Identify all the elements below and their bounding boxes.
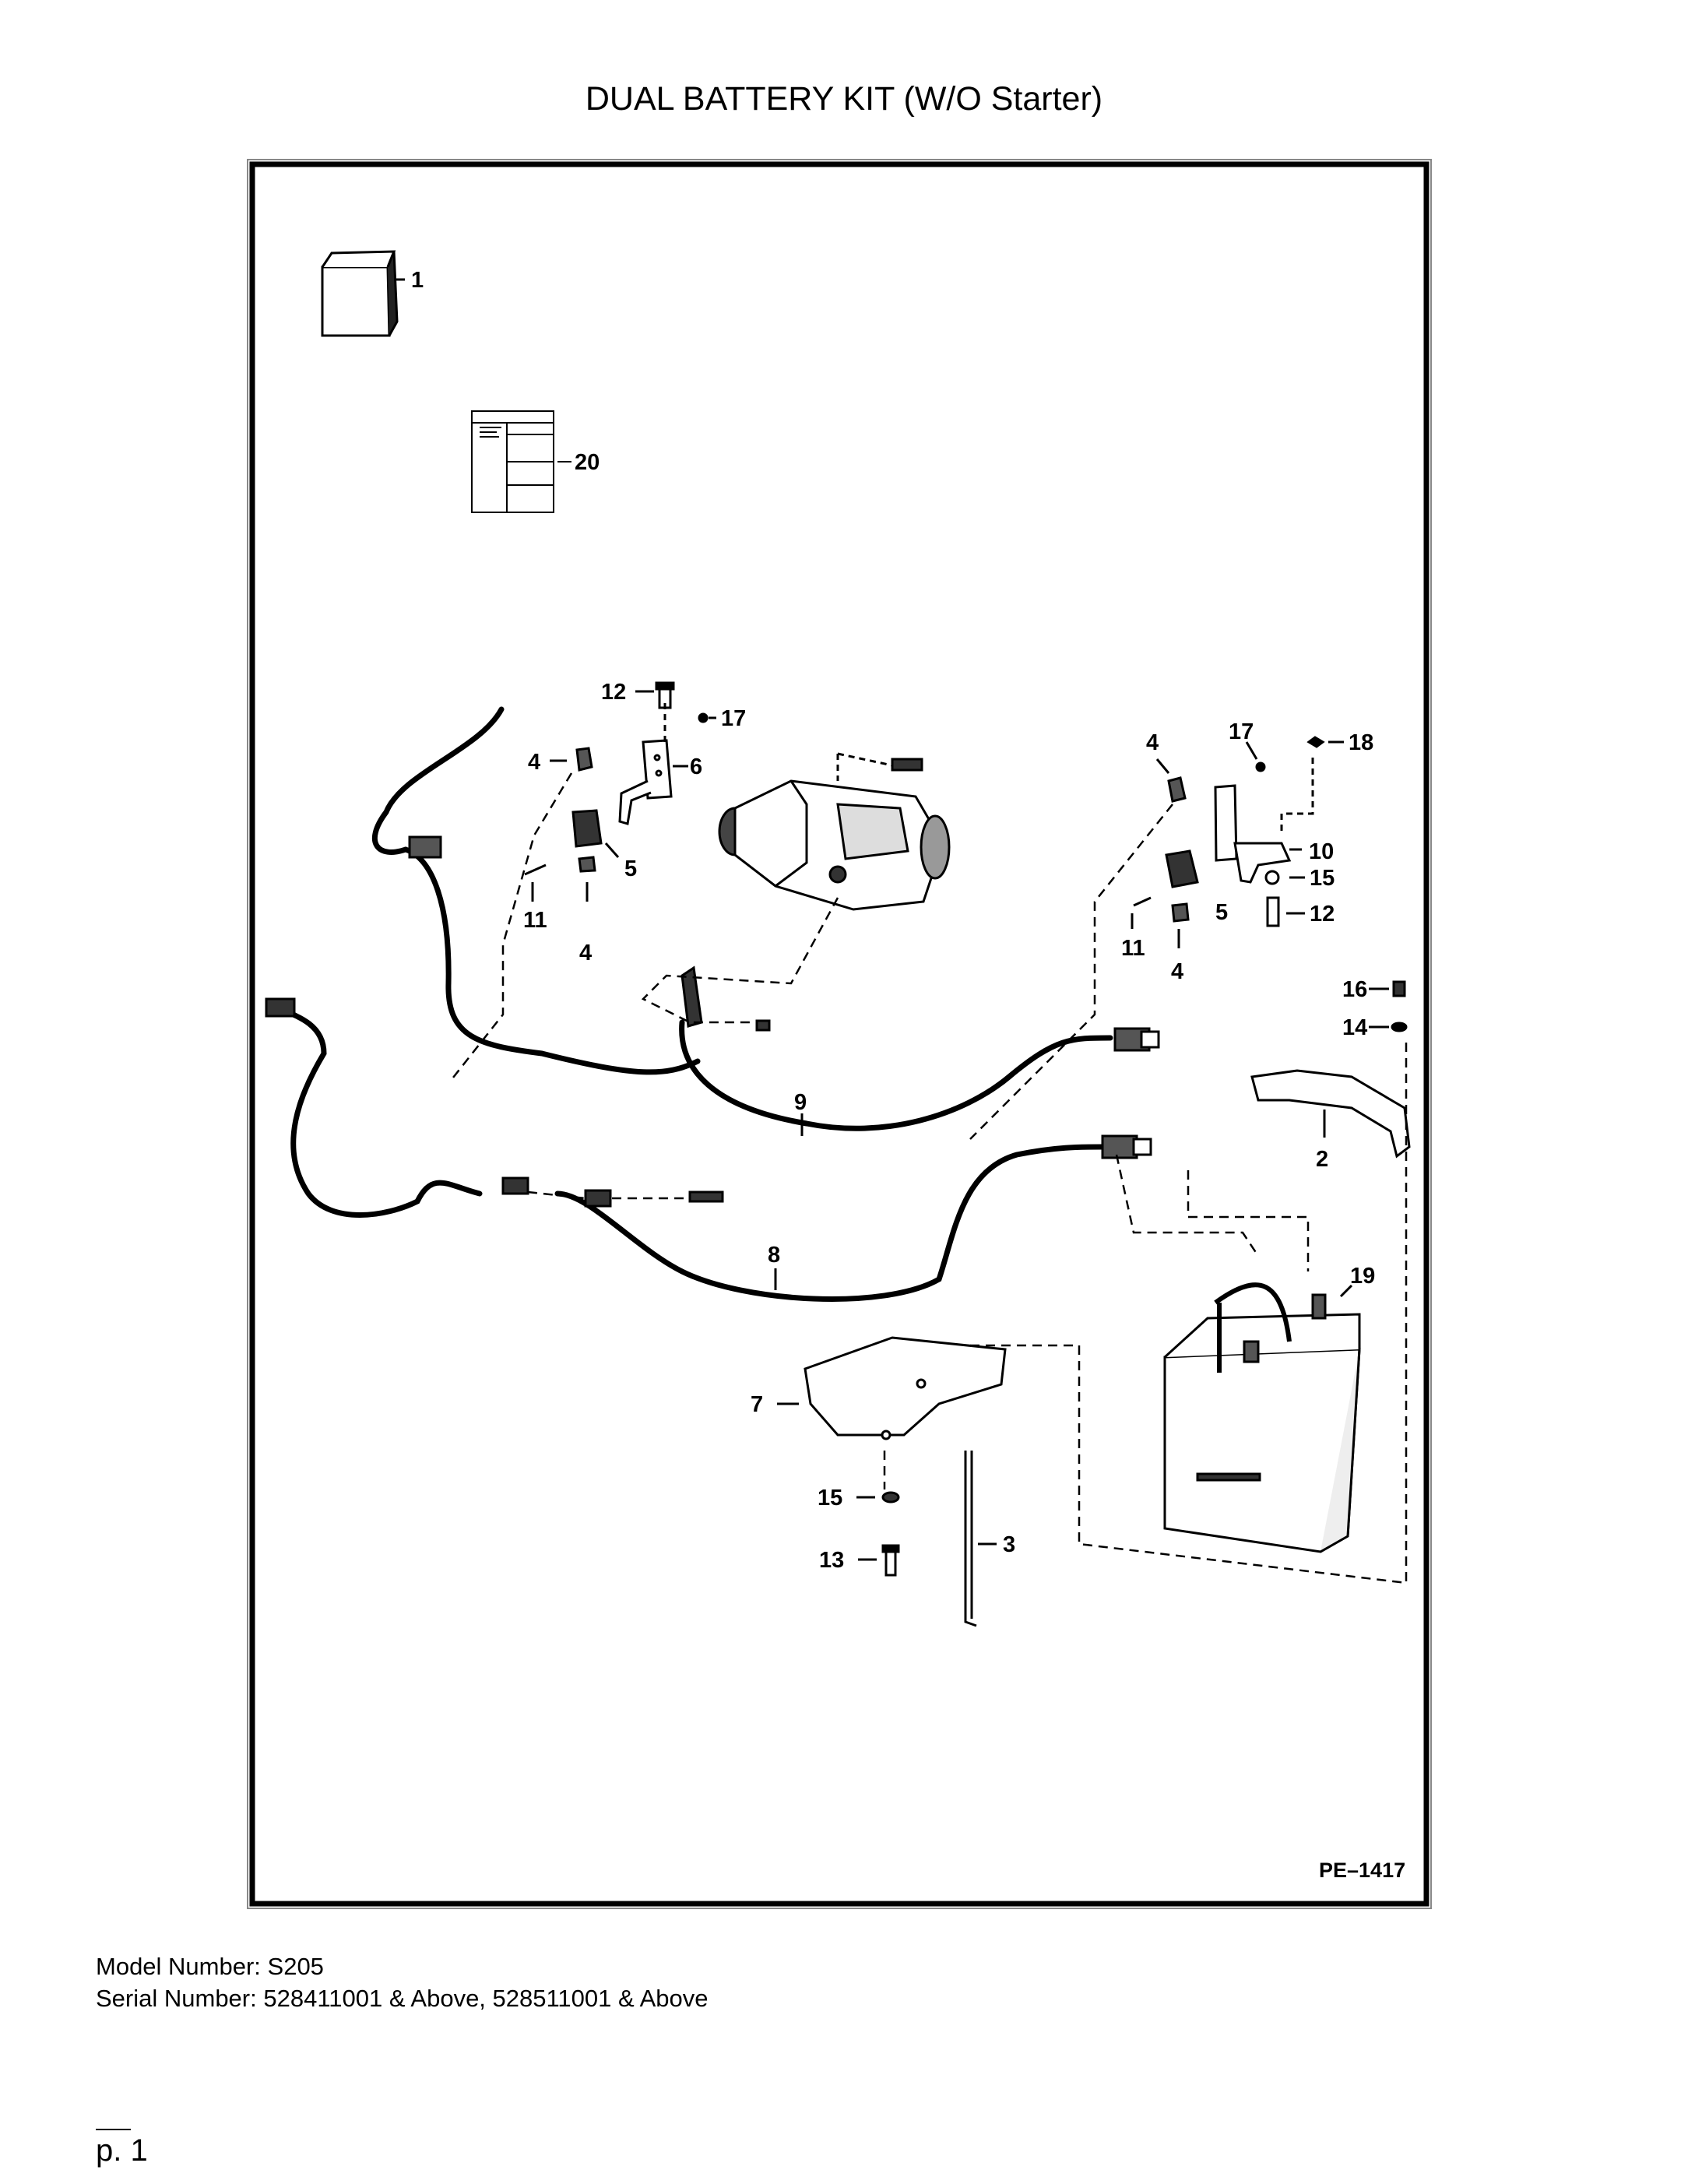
part-7-battery-tray bbox=[777, 1336, 1007, 1440]
cable-harnesses bbox=[270, 706, 1113, 1302]
parts-diagram: 1 20 12 17 6 4 bbox=[246, 158, 1433, 1910]
callout-2: 2 bbox=[1316, 1147, 1328, 1172]
callout-3: 3 bbox=[1003, 1532, 1015, 1557]
inner-frame-border bbox=[249, 161, 1430, 1907]
part-20-decal-sheet bbox=[471, 410, 571, 513]
callout-20: 20 bbox=[575, 450, 600, 475]
callout-4-right-top: 4 bbox=[1146, 730, 1159, 755]
tray-hardware bbox=[856, 1491, 900, 1577]
callout-4-left-bottom: 4 bbox=[579, 941, 592, 965]
callout-12-right: 12 bbox=[1310, 902, 1335, 927]
callout-16: 16 bbox=[1342, 977, 1367, 1002]
left-bracket-hardware bbox=[618, 681, 716, 825]
callout-5-left: 5 bbox=[624, 856, 637, 881]
callout-11-left: 11 bbox=[523, 908, 547, 933]
callout-19: 19 bbox=[1350, 1264, 1375, 1289]
figure-code: PE–1417 bbox=[1319, 1859, 1405, 1882]
left-relay-assembly bbox=[524, 747, 620, 902]
callout-15-right: 15 bbox=[1310, 866, 1335, 891]
callout-5-right: 5 bbox=[1215, 900, 1228, 925]
callout-6: 6 bbox=[690, 754, 702, 779]
callout-7: 7 bbox=[751, 1392, 763, 1417]
callout-17-right: 17 bbox=[1229, 719, 1254, 744]
callout-9: 9 bbox=[794, 1090, 807, 1115]
callout-12-left: 12 bbox=[601, 680, 626, 705]
serial-number: Serial Number: 528411001 & Above, 528511… bbox=[96, 1985, 709, 2012]
callout-10: 10 bbox=[1309, 839, 1334, 864]
callout-13: 13 bbox=[819, 1548, 844, 1573]
callout-4-right-bottom: 4 bbox=[1171, 959, 1183, 984]
callout-11-right: 11 bbox=[1121, 936, 1145, 961]
page-number: p. 1 bbox=[96, 2133, 148, 2168]
right-relay-assembly bbox=[1131, 736, 1344, 948]
hold-down-hardware bbox=[1250, 980, 1411, 1159]
model-number: Model Number: S205 bbox=[96, 1953, 324, 1980]
callout-1: 1 bbox=[411, 268, 424, 293]
callout-14: 14 bbox=[1342, 1015, 1367, 1040]
page-rule bbox=[96, 2129, 131, 2130]
callout-17-left: 17 bbox=[721, 706, 746, 731]
callout-8: 8 bbox=[768, 1243, 780, 1268]
outer-frame-border bbox=[247, 159, 1432, 1909]
cable-connectors bbox=[265, 835, 1160, 1208]
part-19-battery bbox=[1163, 1282, 1361, 1553]
part-3-hold-down-rod bbox=[964, 1451, 997, 1627]
part-1-battery-pouch bbox=[321, 250, 405, 337]
page-title: DUAL BATTERY KIT (W/O Starter) bbox=[585, 80, 1103, 118]
callout-4-left-top: 4 bbox=[528, 750, 540, 775]
starter-motor bbox=[718, 752, 951, 911]
callout-18: 18 bbox=[1349, 730, 1373, 755]
callout-15-tray: 15 bbox=[818, 1486, 842, 1511]
dashed-assembly-lines bbox=[449, 772, 1408, 1584]
